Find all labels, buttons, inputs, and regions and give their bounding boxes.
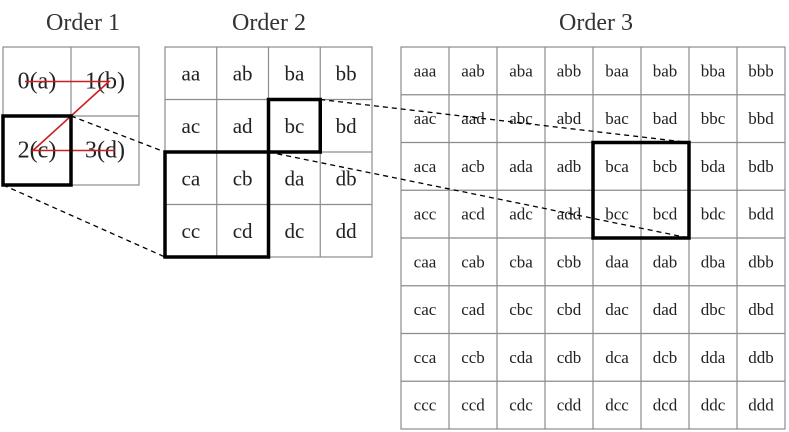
order3-cell-label: bcc bbox=[605, 205, 629, 224]
order2-cell-label: bd bbox=[336, 114, 358, 138]
order3-cell-label: abb bbox=[557, 61, 582, 80]
order3-highlight-box bbox=[591, 140, 691, 240]
order3-cell-label: acc bbox=[414, 205, 437, 224]
order3-cell-label: bdb bbox=[748, 157, 774, 176]
order2-cell-label: cc bbox=[182, 219, 201, 243]
order3-cell-label: cab bbox=[461, 252, 485, 271]
order2-cell-label: dd bbox=[336, 219, 358, 243]
order3-cell-label: cba bbox=[509, 252, 533, 271]
order1-title: Order 1 bbox=[46, 10, 120, 36]
order3-cell-label: dcd bbox=[653, 396, 678, 415]
order1-highlight-box bbox=[1, 114, 73, 187]
order3-cell-label: bcb bbox=[653, 157, 678, 176]
order2-cell-label: ba bbox=[284, 61, 305, 85]
order2-cell-label: ab bbox=[233, 61, 253, 85]
order3-title: Order 3 bbox=[559, 10, 633, 36]
order3-cell-label: cad bbox=[461, 300, 485, 319]
order3-cell-label: dbb bbox=[748, 252, 774, 271]
order3-cell-label: cca bbox=[414, 348, 437, 367]
order3-cell-label: bbd bbox=[748, 109, 774, 128]
order2-cell-label: ac bbox=[182, 114, 201, 138]
order3-cell-label: aac bbox=[414, 109, 437, 128]
order3-cell-label: dad bbox=[653, 300, 678, 319]
order3-cell-label: bbc bbox=[701, 109, 726, 128]
order3-cell-label: acd bbox=[461, 205, 485, 224]
connector-line bbox=[70, 115, 166, 153]
order3-cell-label: bba bbox=[701, 61, 726, 80]
order3-cell-label: ccc bbox=[414, 396, 437, 415]
order2-cell-label: ad bbox=[233, 114, 253, 138]
order3-cell-label: dcb bbox=[653, 348, 678, 367]
order2-title: Order 2 bbox=[232, 10, 306, 36]
order3-cell-label: aab bbox=[461, 61, 485, 80]
order3-cell-label: aca bbox=[414, 157, 437, 176]
order3-cell-label: bbb bbox=[748, 61, 774, 80]
order3-cell-label: ddd bbox=[748, 396, 774, 415]
order3-cell-label: cbb bbox=[557, 252, 582, 271]
order2-cell-label: ca bbox=[182, 166, 201, 190]
order3-cell-label: aba bbox=[509, 61, 533, 80]
order2-cell-label: bb bbox=[336, 61, 357, 85]
order3-cell-label: bad bbox=[653, 109, 678, 128]
order3-cell-label: bcd bbox=[653, 205, 678, 224]
order3-cell-label: dab bbox=[653, 252, 678, 271]
order2-highlight-box bbox=[163, 150, 271, 259]
order3-cell-label: aad bbox=[461, 109, 485, 128]
order3-cell-label: cbc bbox=[509, 300, 533, 319]
order3-cell-label: dda bbox=[701, 348, 726, 367]
order3-cell-label: ccb bbox=[461, 348, 485, 367]
order3-cell-label: dac bbox=[605, 300, 629, 319]
order2-cell-label: bc bbox=[284, 114, 304, 138]
order3-cell-label: bca bbox=[605, 157, 629, 176]
order3-cell-label: dbc bbox=[701, 300, 726, 319]
order3-cell-label: adc bbox=[509, 205, 533, 224]
order3-cell-label: adb bbox=[557, 157, 582, 176]
order2-cell-label: cb bbox=[233, 166, 253, 190]
order3-cell-label: dca bbox=[605, 348, 629, 367]
order3-cell-label: dbd bbox=[748, 300, 774, 319]
order3-cell-label: cdd bbox=[557, 396, 582, 415]
order3-cell-label: bac bbox=[605, 109, 629, 128]
order3-cell-label: aaa bbox=[414, 61, 437, 80]
order3-cell-label: ada bbox=[509, 157, 533, 176]
order3-cell-label: bda bbox=[701, 157, 726, 176]
order3-cell-label: abc bbox=[509, 109, 533, 128]
order3-cell-label: daa bbox=[605, 252, 629, 271]
order2-cell-label: dc bbox=[284, 219, 304, 243]
connector-line bbox=[320, 98, 690, 144]
order3-cell-label: dba bbox=[701, 252, 726, 271]
order3-cell-label: dcc bbox=[605, 396, 629, 415]
connector-line bbox=[2, 184, 166, 258]
order3-cell-label: cbd bbox=[557, 300, 582, 319]
order2-cell-label: db bbox=[336, 166, 357, 190]
order2-cell-label: aa bbox=[182, 61, 201, 85]
overlays bbox=[1, 80, 691, 259]
order3-cell-label: bab bbox=[653, 61, 678, 80]
order3-cell-label: abd bbox=[557, 109, 582, 128]
order3-cell-label: cdb bbox=[557, 348, 582, 367]
order3-cell-label: caa bbox=[414, 252, 437, 271]
order3-cell-label: bdd bbox=[748, 205, 774, 224]
order3-cell-label: acb bbox=[461, 157, 485, 176]
order3-cell-label: ddb bbox=[748, 348, 774, 367]
order3-cell-label: bdc bbox=[701, 205, 726, 224]
order2-cell-label: da bbox=[284, 166, 305, 190]
order3-cell-label: ddc bbox=[701, 396, 726, 415]
order3-cell-label: ccd bbox=[461, 396, 485, 415]
order3-cell-label: cdc bbox=[509, 396, 533, 415]
order3-cell-label: baa bbox=[605, 61, 629, 80]
order2-highlight-box bbox=[266, 97, 322, 154]
order3-cell-label: cda bbox=[509, 348, 533, 367]
order3-cell-label: cac bbox=[414, 300, 437, 319]
order2-cell-label: cd bbox=[233, 219, 253, 243]
